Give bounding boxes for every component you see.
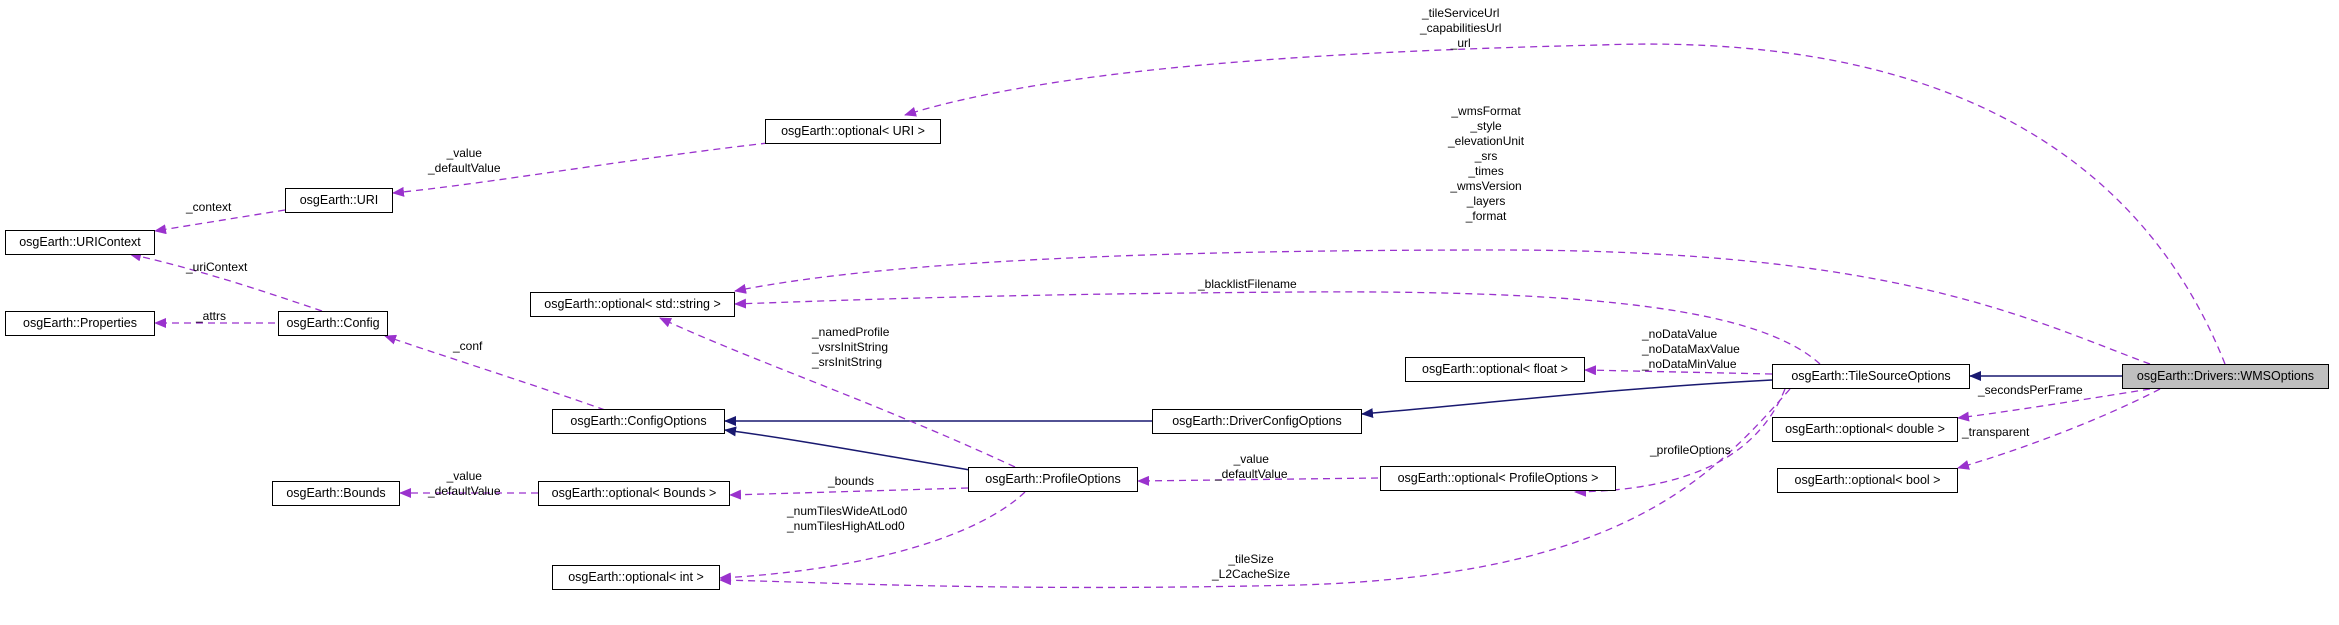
node-bounds[interactable]: osgEarth::Bounds xyxy=(272,481,400,506)
label-line: _tileServiceUrl xyxy=(1422,6,1500,20)
edge-wms-transparent xyxy=(1957,388,2161,470)
label-line: _conf xyxy=(453,339,483,353)
node-optional-uri[interactable]: osgEarth::optional< URI > xyxy=(765,119,941,144)
label-line: _wmsFormat xyxy=(1451,104,1521,118)
label-line: _numTilesWideAtLod0 xyxy=(787,504,908,518)
edge-tilesource-tilesize xyxy=(719,388,1791,589)
edge-uri-context xyxy=(154,209,286,235)
label-seconds-per-frame: _secondsPerFrame xyxy=(1978,383,2083,398)
inheritance-edges xyxy=(724,371,2122,471)
label-line: _defaultValue xyxy=(428,161,501,175)
label-line: _bounds xyxy=(828,474,875,488)
label-line: _url xyxy=(1450,36,1471,50)
label-line: _numTilesHighAtLod0 xyxy=(787,519,905,533)
label-line: _noDataValue xyxy=(1642,327,1718,341)
node-optional-bool[interactable]: osgEarth::optional< bool > xyxy=(1777,468,1958,493)
edge-profile-numtiles xyxy=(719,491,1026,583)
label-line: _defaultValue xyxy=(428,484,501,498)
member-edges xyxy=(129,43,2226,589)
label-string-members: _wmsFormat _style _elevationUnit _srs _t… xyxy=(1448,104,1524,224)
label-line: _srsInitString xyxy=(812,355,883,369)
edge-tilesource-profileoptions xyxy=(1574,388,1786,497)
label-line: _style xyxy=(1470,119,1502,133)
node-driver-config-options[interactable]: osgEarth::DriverConfigOptions xyxy=(1152,409,1362,434)
label-line: _times xyxy=(1468,164,1504,178)
edge-config-uricontext xyxy=(129,251,323,312)
edge-tilesource-to-driverconfig xyxy=(1361,379,1773,419)
label-line: _noDataMaxValue xyxy=(1642,342,1740,356)
label-profile-options: _profileOptions xyxy=(1650,443,1731,458)
edge-tilesource-blacklist xyxy=(734,291,1821,365)
label-conf: _conf xyxy=(453,339,482,354)
label-float-members: _noDataValue _noDataMaxValue _noDataMinV… xyxy=(1642,327,1740,372)
label-line: _elevationUnit xyxy=(1448,134,1525,148)
node-optional-bounds[interactable]: osgEarth::optional< Bounds > xyxy=(538,481,730,506)
node-wms-options[interactable]: osgEarth::Drivers::WMSOptions xyxy=(2122,364,2329,389)
label-line: _vsrsInitString xyxy=(812,340,889,354)
label-line: _defaultValue xyxy=(1215,467,1288,481)
node-config[interactable]: osgEarth::Config xyxy=(278,311,388,336)
label-line: _srs xyxy=(1474,149,1498,163)
node-config-options[interactable]: osgEarth::ConfigOptions xyxy=(552,409,725,434)
label-transparent: _transparent xyxy=(1962,425,2029,440)
label-tile-size: _tileSize _L2CacheSize xyxy=(1212,552,1290,582)
node-uri[interactable]: osgEarth::URI xyxy=(285,188,393,213)
label-line: _format xyxy=(1465,209,1507,223)
label-line: _tileSize xyxy=(1228,552,1274,566)
label-line: _secondsPerFrame xyxy=(1978,383,2083,397)
label-blacklist: _blacklistFilename xyxy=(1198,277,1297,292)
label-profile-value-default: _value _defaultValue xyxy=(1215,452,1288,482)
label-line: _wmsVersion xyxy=(1450,179,1522,193)
label-bounds-value-default: _value _defaultValue xyxy=(428,469,501,499)
label-url-members: _tileServiceUrl _capabilitiesUrl _url xyxy=(1420,6,1501,51)
label-line: _blacklistFilename xyxy=(1198,277,1297,291)
label-line: _transparent xyxy=(1962,425,2030,439)
label-line: _value xyxy=(1233,452,1269,466)
label-line: _namedProfile xyxy=(812,325,890,339)
label-attrs: _attrs xyxy=(196,309,226,324)
edge-profile-strings xyxy=(659,317,1016,468)
label-uri-value-default: _value _defaultValue xyxy=(428,146,501,176)
label-line: _attrs xyxy=(196,309,227,323)
node-properties[interactable]: osgEarth::Properties xyxy=(5,311,155,336)
label-context: _context xyxy=(186,200,231,215)
node-optional-int[interactable]: osgEarth::optional< int > xyxy=(552,565,720,590)
label-line: _capabilitiesUrl xyxy=(1420,21,1502,35)
label-profile-strings: _namedProfile _vsrsInitString _srsInitSt… xyxy=(812,325,889,370)
edge-uri-value xyxy=(392,142,769,197)
label-line: _layers xyxy=(1466,194,1506,208)
label-num-tiles: _numTilesWideAtLod0 _numTilesHighAtLod0 xyxy=(787,504,907,534)
label-line: _value xyxy=(446,146,482,160)
edge-wms-secondsperframe xyxy=(1957,388,2151,422)
edge-optprofile-value xyxy=(1137,475,1379,486)
label-line: _value xyxy=(446,469,482,483)
label-line: _noDataMinValue xyxy=(1642,357,1737,371)
edge-string-members xyxy=(734,249,2151,365)
edge-profile-bounds xyxy=(729,487,969,500)
label-line: _uriContext xyxy=(186,260,248,274)
edge-configoptions-conf xyxy=(384,334,606,411)
node-optional-string[interactable]: osgEarth::optional< std::string > xyxy=(530,292,735,317)
label-line: _L2CacheSize xyxy=(1212,567,1291,581)
node-optional-double[interactable]: osgEarth::optional< double > xyxy=(1772,417,1958,442)
node-optional-profile-options[interactable]: osgEarth::optional< ProfileOptions > xyxy=(1380,466,1616,491)
label-line: _context xyxy=(186,200,232,214)
node-tile-source-options[interactable]: osgEarth::TileSourceOptions xyxy=(1772,364,1970,389)
edge-profileoptions-to-configoptions xyxy=(724,426,971,471)
node-profile-options[interactable]: osgEarth::ProfileOptions xyxy=(968,467,1138,492)
label-uri-context: _uriContext xyxy=(186,260,247,275)
label-bounds: _bounds xyxy=(828,474,874,489)
node-uri-context[interactable]: osgEarth::URIContext xyxy=(5,230,155,255)
label-line: _profileOptions xyxy=(1650,443,1731,457)
node-optional-float[interactable]: osgEarth::optional< float > xyxy=(1405,357,1585,382)
